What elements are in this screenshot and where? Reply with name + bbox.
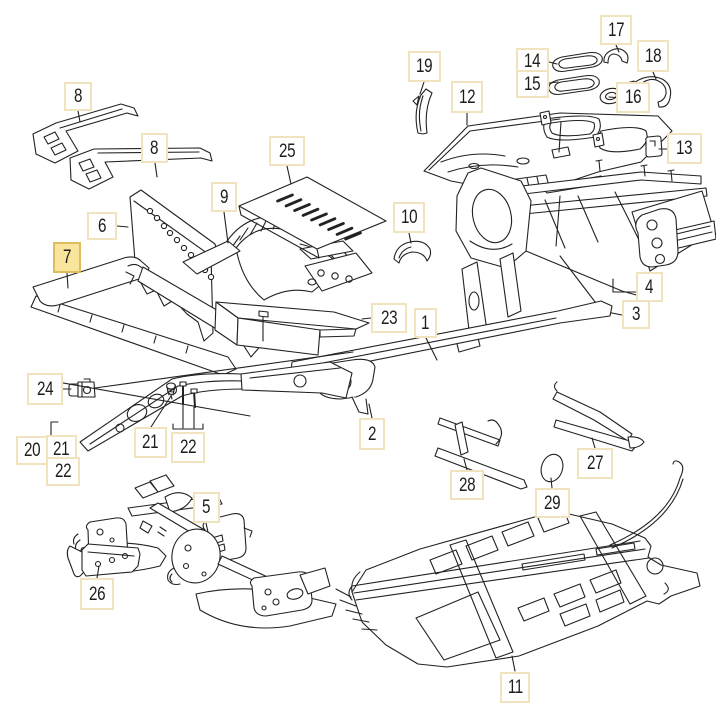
part-3-4-frame-drawing (454, 159, 716, 353)
part-10-drawing (393, 240, 432, 264)
leader-lines (34, 44, 668, 672)
part-label-22b[interactable]: 22 (171, 432, 205, 463)
part-26-drawing (66, 543, 141, 578)
part-label-text: 5 (202, 497, 211, 518)
part-label-text: 11 (507, 677, 523, 698)
part-label-27[interactable]: 27 (577, 448, 613, 479)
part-label-28[interactable]: 28 (450, 470, 484, 500)
part-19-drawing (412, 88, 433, 135)
part-label-22a[interactable]: 22 (46, 457, 80, 486)
part-label-text: 21 (142, 432, 159, 453)
part-label-text: 23 (380, 307, 398, 329)
part-label-text: 9 (219, 186, 229, 208)
part-5-drawing (72, 474, 337, 629)
part-label-5[interactable]: 5 (193, 492, 220, 523)
part-label-text: 6 (97, 215, 107, 237)
part-label-7[interactable]: 7 (53, 242, 81, 273)
part-label-text: 21 (53, 438, 70, 460)
part-label-18[interactable]: 18 (637, 40, 669, 72)
part-9-drawing (182, 216, 373, 301)
part-label-25[interactable]: 25 (269, 136, 305, 166)
part-label-13[interactable]: 13 (667, 133, 702, 164)
part-label-text: 28 (458, 474, 476, 496)
part-label-29[interactable]: 29 (535, 488, 570, 518)
part-label-text: 17 (607, 19, 625, 41)
part-label-text: 1 (421, 312, 430, 334)
part-label-6[interactable]: 6 (87, 212, 117, 240)
part-label-10[interactable]: 10 (393, 202, 425, 233)
part-label-20[interactable]: 20 (16, 436, 48, 465)
part-label-text: 24 (36, 378, 54, 400)
part-27-drawing (552, 381, 645, 452)
part-label-text: 25 (278, 140, 296, 162)
part-label-12[interactable]: 12 (451, 81, 483, 113)
part-23-drawing (214, 301, 370, 356)
part-label-16[interactable]: 16 (616, 82, 650, 113)
part-label-text: 7 (62, 247, 72, 268)
part-17-drawing (603, 48, 629, 64)
part-label-text: 14 (524, 51, 541, 72)
part-label-text: 26 (88, 583, 106, 605)
part-8-upper-drawing (32, 103, 139, 164)
part-label-17[interactable]: 17 (600, 15, 632, 45)
part-13-drawing (645, 135, 663, 158)
part-label-text: 10 (400, 207, 418, 228)
part-14-drawing (552, 51, 603, 73)
part-label-11[interactable]: 11 (500, 672, 530, 703)
part-label-1[interactable]: 1 (414, 308, 437, 338)
part-label-text: 29 (544, 492, 561, 514)
part-label-text: 12 (458, 86, 476, 108)
part-label-2[interactable]: 2 (359, 418, 385, 450)
part-24-drawing (68, 378, 96, 398)
part-label-24[interactable]: 24 (27, 373, 63, 405)
part-label-3[interactable]: 3 (622, 300, 650, 329)
part-label-text: 15 (524, 73, 541, 95)
part-label-9[interactable]: 9 (211, 182, 237, 212)
part-28-drawing (434, 417, 528, 490)
part-label-8a[interactable]: 8 (64, 82, 92, 111)
part-label-4[interactable]: 4 (636, 272, 663, 302)
part-label-text: 27 (586, 453, 604, 474)
part-label-text: 20 (23, 440, 41, 461)
part-11-drawing (335, 460, 701, 668)
part-label-26[interactable]: 26 (80, 578, 114, 610)
part-label-text: 22 (179, 437, 197, 458)
part-label-text: 2 (367, 423, 377, 445)
part-label-text: 22 (54, 461, 72, 482)
part-label-text: 16 (624, 87, 642, 108)
part-label-text: 3 (631, 304, 641, 325)
part-label-15[interactable]: 15 (516, 70, 549, 98)
part-25-drawing (238, 176, 387, 259)
part-label-23[interactable]: 23 (371, 303, 407, 333)
part-label-text: 13 (676, 138, 693, 159)
part-15-drawing (548, 74, 600, 96)
part-label-21b[interactable]: 21 (134, 427, 167, 458)
part-label-text: 8 (73, 86, 83, 107)
part-22-pins-drawing (179, 381, 198, 408)
part-label-text: 19 (416, 56, 433, 77)
part-label-text: 4 (645, 276, 654, 298)
part-29-drawing (540, 453, 564, 483)
part-label-text: 8 (150, 137, 159, 159)
part-label-8b[interactable]: 8 (141, 133, 168, 163)
part-label-text: 18 (644, 45, 662, 67)
part-label-19[interactable]: 19 (408, 51, 441, 82)
